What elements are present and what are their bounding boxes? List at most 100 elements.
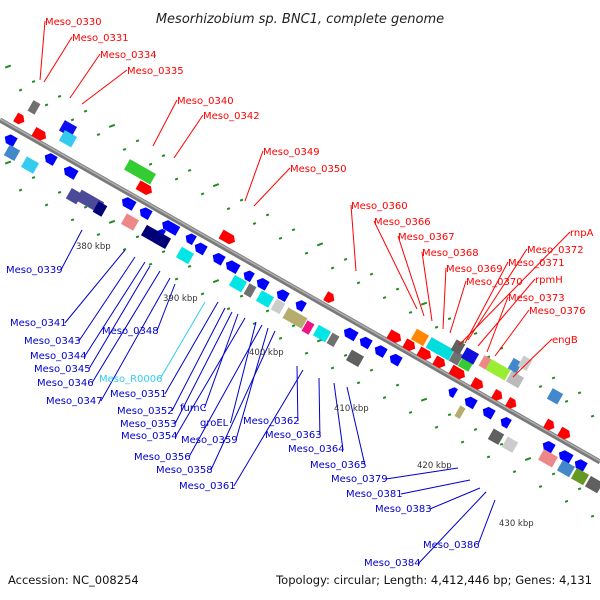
gene-feature-block[interactable]	[517, 355, 533, 371]
reverse-gene-label[interactable]: Meso_0381	[346, 489, 403, 500]
reverse-gene-arrow[interactable]	[192, 241, 208, 256]
forward-gene-label[interactable]: Meso_0370	[466, 277, 523, 288]
gene-feature-block[interactable]	[92, 201, 108, 217]
gene-feature-block[interactable]	[20, 156, 40, 174]
forward-gene-arrow[interactable]	[491, 389, 505, 403]
reverse-gene-arrow[interactable]	[241, 269, 255, 283]
reverse-gene-label[interactable]: Meso_0364	[288, 444, 345, 455]
reverse-gene-arrow[interactable]	[42, 151, 58, 166]
reverse-gene-label[interactable]: Meso_0345	[34, 364, 91, 375]
reverse-gene-arrow[interactable]	[387, 352, 403, 367]
reverse-gene-arrow[interactable]	[498, 415, 512, 429]
reverse-gene-label[interactable]: Meso_0352	[117, 406, 174, 417]
forward-gene-label[interactable]: Meso_0340	[177, 96, 234, 107]
forward-gene-label[interactable]: Meso_0335	[127, 66, 184, 77]
forward-gene-label[interactable]: Meso_0376	[529, 306, 586, 317]
reverse-gene-arrow[interactable]	[2, 132, 18, 148]
reverse-gene-arrow[interactable]	[293, 298, 307, 312]
forward-gene-label[interactable]: Meso_0360	[351, 201, 408, 212]
forward-gene-label[interactable]: Meso_0368	[422, 248, 479, 259]
reverse-gene-label[interactable]: Meso_0347	[46, 396, 103, 407]
gene-feature-block[interactable]	[301, 320, 315, 335]
reverse-gene-arrow[interactable]	[183, 231, 197, 246]
reverse-gene-arrow[interactable]	[254, 276, 270, 291]
forward-gene-arrow[interactable]	[402, 338, 417, 353]
forward-gene-label[interactable]: rnpA	[570, 228, 594, 239]
forward-gene-label[interactable]: Meso_0342	[203, 111, 260, 122]
reverse-gene-arrow[interactable]	[462, 395, 478, 410]
forward-gene-arrow[interactable]	[432, 355, 447, 370]
forward-gene-arrow[interactable]	[543, 418, 557, 433]
reverse-gene-label[interactable]: Meso_0384	[364, 558, 421, 569]
forward-gene-label[interactable]: Meso_0334	[100, 50, 157, 61]
gene-feature-block[interactable]	[487, 428, 505, 445]
reverse-gene-label[interactable]: Meso_0344	[30, 351, 87, 362]
gene-feature-block[interactable]	[505, 370, 525, 389]
forward-gene-arrow[interactable]	[448, 364, 468, 382]
forward-gene-label[interactable]: Meso_0366	[374, 217, 431, 228]
forward-gene-label[interactable]: rpmH	[535, 275, 563, 286]
reverse-gene-label[interactable]: Meso_0359	[181, 435, 238, 446]
gene-feature-block[interactable]	[326, 332, 340, 348]
gene-feature-block[interactable]	[152, 231, 172, 250]
forward-gene-arrow[interactable]	[557, 426, 572, 442]
reverse-gene-label[interactable]: Meso_0346	[37, 378, 94, 389]
gene-feature-block[interactable]	[255, 290, 275, 308]
reverse-gene-label[interactable]: Meso_0362	[243, 416, 300, 427]
reverse-gene-arrow[interactable]	[357, 335, 373, 350]
reverse-gene-label[interactable]: Meso_0343	[24, 336, 81, 347]
gene-feature-block[interactable]	[556, 459, 576, 478]
reverse-gene-label[interactable]: Meso_0365	[310, 460, 367, 471]
gene-feature-block[interactable]	[58, 120, 78, 138]
reverse-gene-label[interactable]: Meso_0351	[110, 389, 167, 400]
gene-feature-block[interactable]	[450, 339, 466, 355]
gene-feature-block[interactable]	[58, 130, 78, 148]
reverse-gene-arrow[interactable]	[480, 405, 496, 420]
gene-feature-block[interactable]	[243, 283, 257, 298]
forward-gene-label[interactable]: Meso_0367	[398, 232, 455, 243]
gene-feature-block[interactable]	[584, 475, 600, 494]
reverse-gene-label[interactable]: Meso_0354	[121, 431, 178, 442]
forward-gene-arrow[interactable]	[470, 377, 485, 392]
reverse-gene-label[interactable]: fumC	[180, 403, 207, 414]
gene-feature-block[interactable]	[478, 355, 492, 370]
gene-feature-block[interactable]	[345, 349, 365, 368]
gene-feature-block[interactable]	[570, 467, 590, 486]
reverse-gene-label[interactable]: Meso_0386	[423, 540, 480, 551]
forward-gene-label[interactable]: Meso_0350	[290, 164, 347, 175]
forward-gene-label[interactable]: Meso_0369	[446, 264, 503, 275]
gene-feature-block[interactable]	[312, 324, 332, 343]
rna-gene-label[interactable]: Meso_R0006	[99, 374, 163, 385]
forward-gene-label[interactable]: Meso_0373	[508, 293, 565, 304]
reverse-gene-arrow[interactable]	[137, 205, 153, 220]
forward-gene-arrow[interactable]	[135, 180, 155, 197]
gene-feature-block[interactable]	[228, 274, 248, 293]
reverse-gene-label[interactable]: Meso_0356	[134, 452, 191, 463]
reverse-gene-arrow[interactable]	[223, 258, 241, 275]
forward-gene-label[interactable]: Meso_0330	[45, 17, 102, 28]
forward-gene-arrow[interactable]	[505, 397, 519, 411]
reverse-gene-label[interactable]: groEL	[200, 418, 229, 429]
gene-feature-block[interactable]	[282, 307, 308, 329]
reverse-gene-arrow[interactable]	[274, 287, 290, 303]
reverse-gene-label[interactable]: Meso_0353	[120, 419, 177, 430]
reverse-gene-label[interactable]: Meso_0379	[331, 474, 388, 485]
reverse-gene-label[interactable]: Meso_0363	[265, 430, 322, 441]
forward-gene-label[interactable]: engB	[552, 335, 578, 346]
reverse-gene-arrow[interactable]	[61, 164, 79, 180]
gene-feature-block[interactable]	[501, 436, 519, 453]
gene-feature-block[interactable]	[175, 246, 195, 265]
forward-gene-arrow[interactable]	[31, 126, 48, 143]
forward-gene-arrow[interactable]	[386, 329, 403, 345]
gene-feature-block[interactable]	[410, 328, 430, 347]
forward-gene-arrow[interactable]	[218, 229, 238, 247]
reverse-gene-arrow[interactable]	[372, 343, 388, 358]
forward-gene-label[interactable]: Meso_0331	[72, 33, 129, 44]
reverse-gene-label[interactable]: Meso_0348	[102, 326, 159, 337]
reverse-gene-arrow[interactable]	[210, 251, 226, 266]
gene-feature-block[interactable]	[123, 159, 157, 185]
forward-gene-arrow[interactable]	[416, 346, 433, 362]
reverse-gene-arrow[interactable]	[556, 448, 574, 464]
reverse-gene-arrow[interactable]	[119, 195, 137, 211]
forward-gene-arrow[interactable]	[13, 112, 27, 127]
